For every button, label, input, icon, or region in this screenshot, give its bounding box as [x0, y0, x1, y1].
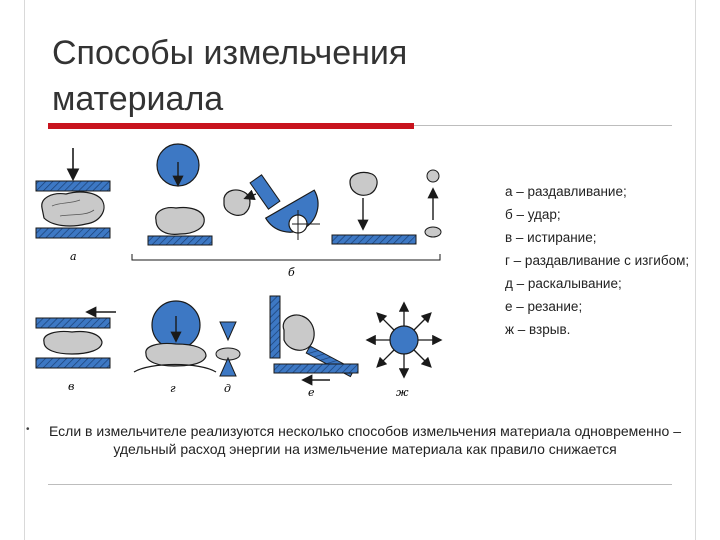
label-a: а: [70, 250, 77, 263]
note-text: Если в измельчителе реализуются нескольк…: [48, 423, 681, 457]
label-e: е: [308, 386, 315, 399]
figure-cutting: е: [269, 295, 359, 399]
figure-attrition: в: [35, 306, 116, 393]
bottom-rule: [48, 484, 672, 485]
legend-item-attrition: в – истирание;: [505, 230, 597, 245]
comminution-methods-figure: а б в г: [35, 143, 443, 399]
title-accent-bar: [48, 123, 414, 129]
figure-crushing: а: [35, 148, 111, 263]
figure-impact-plate: [331, 169, 442, 245]
legend-item-splitting: д – раскалывание;: [505, 276, 622, 291]
page-title: Способы измельчения материала: [52, 30, 512, 122]
methods-legend: а – раздавливание; б – удар; в – истиран…: [505, 183, 695, 344]
legend-item-impact: б – удар;: [505, 207, 561, 222]
label-b: б: [288, 266, 295, 279]
legend-item-cutting: е – резание;: [505, 299, 583, 314]
title-line-1: Способы измельчения: [52, 34, 408, 72]
figure-explosion: ж: [365, 301, 443, 399]
label-v: в: [68, 380, 74, 393]
figure-impact-ball: [147, 143, 213, 246]
legend-item-bending: г – раздавливание с изгибом;: [505, 253, 690, 268]
right-rail: [695, 0, 696, 540]
title-line-2: материала: [52, 80, 224, 118]
left-rail: [24, 0, 25, 540]
figure-impact-rotor: [223, 174, 320, 240]
bullet-dot: •: [26, 424, 30, 435]
legend-item-crushing: а – раздавливание;: [505, 184, 627, 199]
figure-bending: г: [133, 300, 217, 395]
figure-splitting: д: [215, 321, 241, 395]
label-d: д: [224, 382, 231, 395]
legend-item-explosion: ж – взрыв.: [505, 322, 571, 337]
label-g: г: [170, 382, 176, 395]
label-zh: ж: [396, 386, 409, 399]
